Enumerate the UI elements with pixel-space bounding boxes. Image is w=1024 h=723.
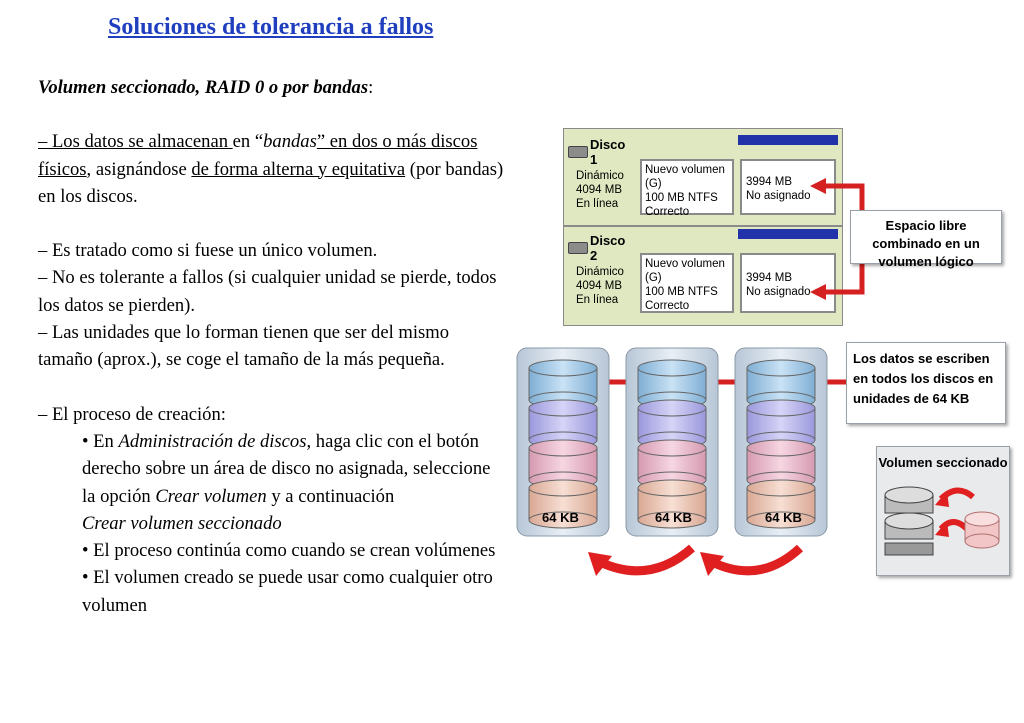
striped-volume-box: Volumen seccionado bbox=[876, 446, 1010, 576]
disk-platter-top bbox=[637, 399, 707, 417]
disk1-free-box: 3994 MB No asignado bbox=[740, 159, 836, 215]
disk2-free-box: 3994 MB No asignado bbox=[740, 253, 836, 313]
disk-platter-bottom bbox=[528, 391, 598, 409]
disk-platter-bottom bbox=[637, 431, 707, 449]
process-title: – El proceso de creación: bbox=[38, 403, 226, 425]
slide-body: Volumen seccionado, RAID 0 o por bandas:… bbox=[38, 74, 508, 619]
stack-label-1: 64 KB bbox=[542, 510, 579, 525]
disk1-unallocated-bar bbox=[738, 135, 838, 145]
disk-platter-top bbox=[637, 479, 707, 497]
disk-platter bbox=[637, 367, 707, 401]
disk-platter-bottom bbox=[637, 391, 707, 409]
disk-platter bbox=[746, 447, 816, 481]
line-same-size: – Las unidades que lo forman tienen que … bbox=[38, 322, 450, 371]
disk-stack-3 bbox=[734, 347, 828, 537]
disk-platter-top bbox=[637, 439, 707, 457]
disk-platter bbox=[528, 447, 598, 481]
callout-64kb: Los datos se escriben en todos los disco… bbox=[846, 342, 1006, 424]
disk1-header: Disco 1 Dinámico 4094 MB En línea bbox=[568, 137, 636, 225]
disk-platter-top bbox=[746, 479, 816, 497]
subtitle: Volumen seccionado, RAID 0 o por bandas: bbox=[38, 77, 374, 98]
disk-platter-bottom bbox=[637, 471, 707, 489]
disk-drive-icon bbox=[568, 146, 588, 158]
disk-management-panel: Disco 1 Dinámico 4094 MB En línea Nuevo … bbox=[563, 128, 843, 326]
stack-label-3: 64 KB bbox=[765, 510, 802, 525]
disk-platter-top bbox=[528, 439, 598, 457]
striping-paragraph: – Los datos se almacenan en “bandas” en … bbox=[38, 131, 504, 207]
disk-platter-top bbox=[528, 359, 598, 377]
disk-platter-top bbox=[746, 359, 816, 377]
page-title: Soluciones de tolerancia a fallos bbox=[108, 14, 434, 40]
disk-drive-icon bbox=[568, 242, 588, 254]
disk-platter-bottom bbox=[528, 471, 598, 489]
callout-free-space: Espacio libre combinado en un volumen ló… bbox=[850, 210, 1002, 269]
disk-platter bbox=[746, 407, 816, 441]
bullet-process-continues: • El proceso continúa como cuando se cre… bbox=[82, 540, 496, 562]
line-not-fault-tolerant: – No es tolerante a fallos (si cualquier… bbox=[38, 267, 497, 316]
hard-disk-icon bbox=[884, 486, 1000, 556]
disk-platter bbox=[746, 367, 816, 401]
disk-platter-top bbox=[528, 479, 598, 497]
disk-platter-top bbox=[528, 399, 598, 417]
disk1-volume-box: Nuevo volumen (G) 100 MB NTFS Correcto bbox=[640, 159, 734, 218]
striped-volume-title: Volumen seccionado bbox=[878, 455, 1008, 470]
disk-platter-bottom bbox=[746, 471, 816, 489]
disk-stack-2 bbox=[625, 347, 719, 537]
disk-platter-bottom bbox=[746, 391, 816, 409]
disk-stack-1 bbox=[516, 347, 610, 537]
disk2-volume-box: Nuevo volumen (G) 100 MB NTFS Correcto bbox=[640, 253, 734, 313]
disk-platter-top bbox=[637, 359, 707, 377]
disk2-unallocated-bar bbox=[738, 229, 838, 239]
disk-platter bbox=[637, 447, 707, 481]
disk-platter bbox=[528, 367, 598, 401]
bullet-admin-discos: • En Administración de discos, haga clic… bbox=[82, 430, 491, 534]
bullet-usable-volume: • El volumen creado se puede usar como c… bbox=[82, 567, 493, 616]
line-single-volume: – Es tratado como si fuese un único volu… bbox=[38, 240, 378, 262]
disk-platter-bottom bbox=[528, 431, 598, 449]
disk-platter-top bbox=[746, 399, 816, 417]
disk-platter-top bbox=[746, 439, 816, 457]
stack-label-2: 64 KB bbox=[655, 510, 692, 525]
disk2-header: Disco 2 Dinámico 4094 MB En línea bbox=[568, 233, 636, 321]
disk-platter bbox=[637, 407, 707, 441]
disk-platter-bottom bbox=[746, 431, 816, 449]
disk-platter bbox=[528, 407, 598, 441]
